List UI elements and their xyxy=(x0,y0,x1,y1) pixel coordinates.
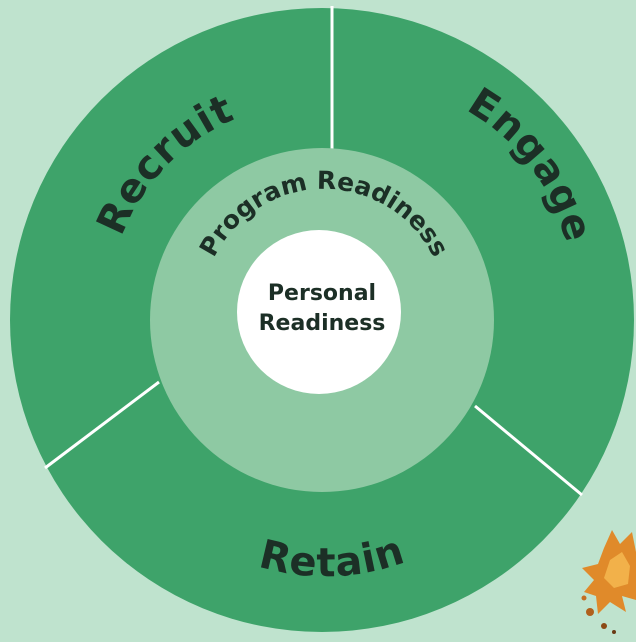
center-circle xyxy=(237,230,401,394)
divider-recruit-retain xyxy=(44,380,160,470)
divider-engage-retain xyxy=(474,404,583,497)
center-label-line2: Readiness xyxy=(259,311,386,336)
center-label-line1: Personal xyxy=(268,281,376,306)
decorative-splash-icon xyxy=(581,530,636,634)
